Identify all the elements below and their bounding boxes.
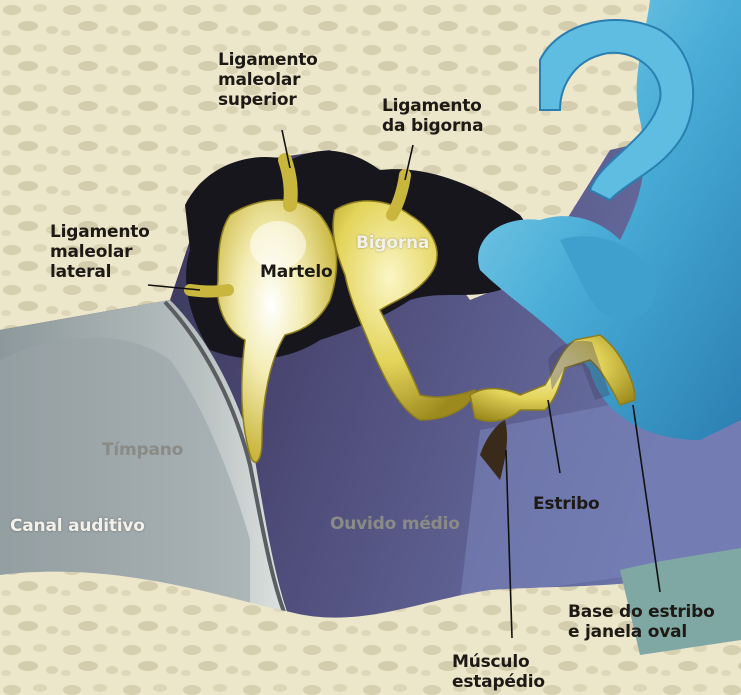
label-base-do-estribo: Base do estribo e janela oval (568, 602, 715, 642)
label-ouvido-medio: Ouvido médio (330, 514, 460, 534)
label-ligamento-da-bigorna: Ligamento da bigorna (382, 96, 483, 136)
label-bigorna: Bigorna (356, 233, 429, 253)
label-estribo: Estribo (533, 494, 600, 514)
label-ligamento-maleolar-superior: Ligamento maleolar superior (218, 50, 318, 110)
label-martelo: Martelo (260, 262, 333, 282)
label-timpano: Tímpano (102, 440, 183, 460)
label-canal-auditivo: Canal auditivo (10, 516, 145, 536)
label-ligamento-maleolar-lateral: Ligamento maleolar lateral (50, 222, 150, 282)
label-musculo-estapedio: Músculo estapédio (452, 652, 545, 692)
